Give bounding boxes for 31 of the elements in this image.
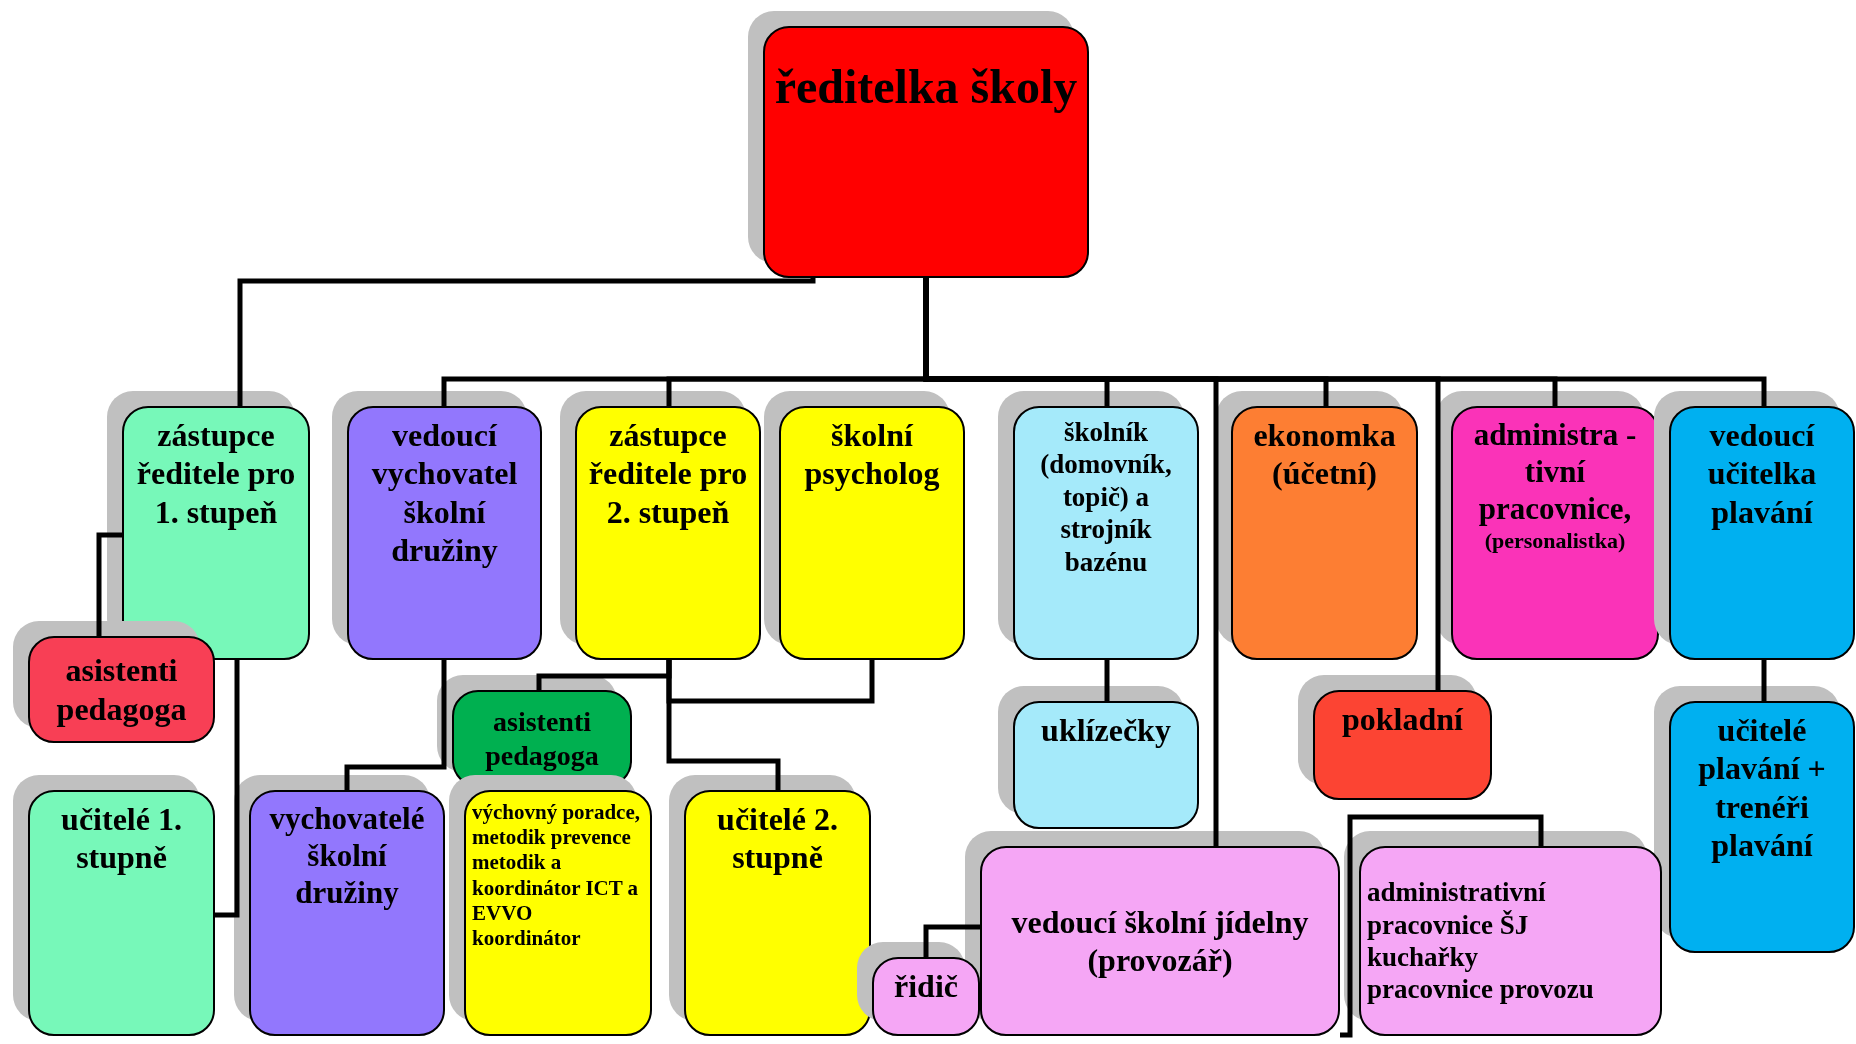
role-label: kuchařky [1367,941,1480,974]
role-label: ekonomka (účetní) [1252,416,1397,493]
role-label: školní psycholog [803,416,941,493]
role-label: učitelé 1. stupně [60,800,183,877]
role-label: školník (domovník, topič) a strojník bazénu [1039,416,1173,578]
connector-line [1761,660,1767,701]
role-label: výchovný poradce, metodik prevence metodik a koordinátor ICT a EVVO koordinátor [472,800,641,952]
role-label: asistenti pedagoga [55,651,188,728]
role-label: uklízečky [1040,711,1172,750]
connector-line [237,275,816,406]
role-label: pracovnice provozu [1367,973,1595,1006]
role-label: pokladní [1341,700,1465,739]
role-label: (personalistka) [1483,527,1627,554]
connector-line [215,660,240,918]
role-label: zástupce ředitele pro 1. stupeň [135,416,297,532]
role-label: vedoucí vychovatel školní družiny [370,416,519,570]
role-label: administra -tivní pracovnice, [1472,416,1638,528]
role-label: vedoucí učitelka plavání [1706,416,1818,532]
role-label: ředitelka školy [773,59,1079,115]
connector-line [666,660,781,790]
connector-line [923,924,980,957]
role-label: asistenti pedagoga [484,704,600,773]
role-label: řidič [893,967,959,1006]
connector-line [1340,814,1544,1038]
role-label: vychovatelé školní družiny [268,800,426,912]
connector-line [1104,660,1110,701]
role-label: učitelé plavání + trenéři plavání [1697,711,1827,865]
role-label: vedoucí školní jídelny (provozář) [1010,902,1310,980]
role-label: zástupce ředitele pro 2. stupeň [587,416,749,532]
role-label: učitelé 2. stupně [716,800,839,877]
connector-line [96,532,122,636]
